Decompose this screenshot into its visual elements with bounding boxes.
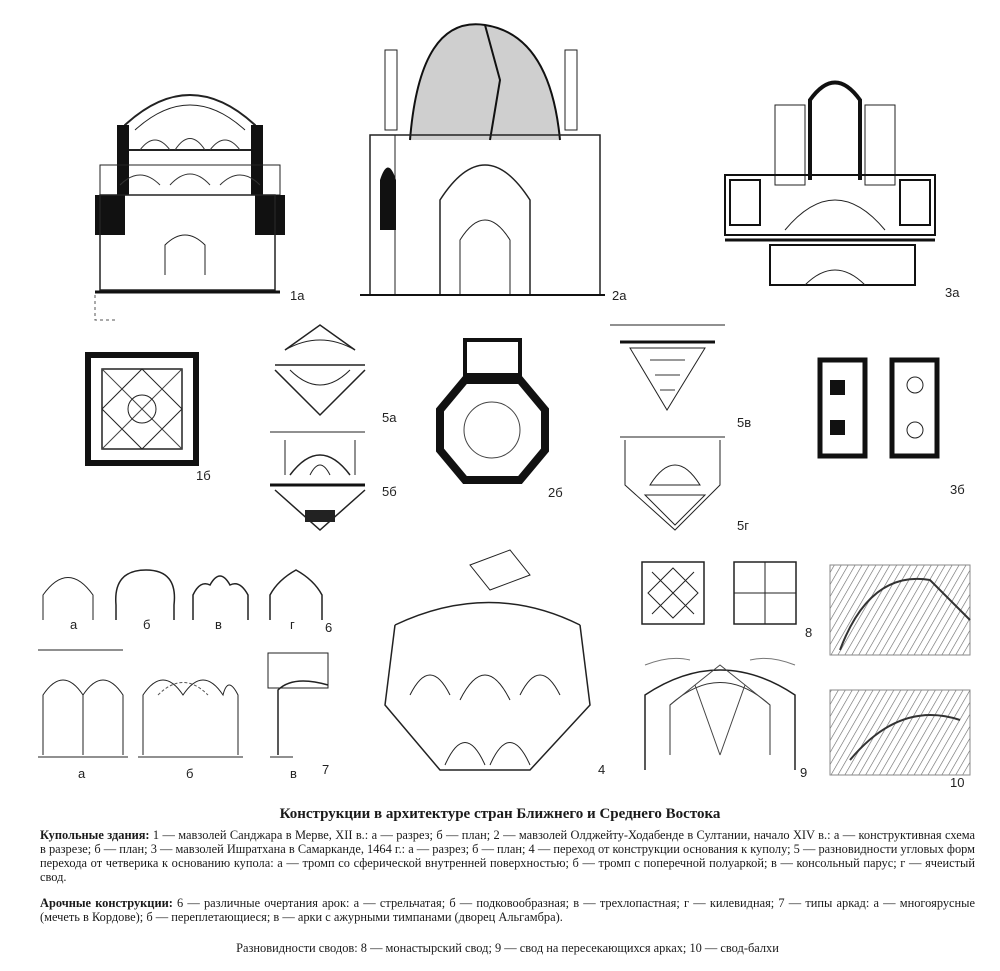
label-2a: 2а [612, 288, 627, 303]
figure-3b-plan [817, 357, 940, 459]
label-6a: а [70, 617, 78, 632]
figure-9-intersecting-arches [644, 657, 796, 770]
caption-domes-text: 1 — мавзолей Санджара в Мерве, XII в.: а… [40, 828, 975, 884]
label-3a: 3а [945, 285, 960, 300]
figure-4-dome-transition [384, 549, 591, 771]
label-4: 4 [598, 762, 606, 777]
label-5v: 5в [737, 415, 752, 430]
label-6: 6 [325, 620, 333, 635]
caption-paragraph-vaults: Разновидности сводов: 8 — монастырский с… [236, 941, 779, 955]
label-1a: 1а [290, 288, 305, 303]
figure-8-cloister-vault [641, 561, 797, 625]
caption-paragraph-domes: Купольные здания: 1 — мавзолей Санджара … [40, 828, 975, 884]
figure-6-arch-outlines [42, 569, 323, 620]
label-8: 8 [805, 625, 813, 640]
figure-1a-section [94, 94, 285, 321]
label-6g: г [290, 617, 295, 632]
figure-5b-tromp [270, 431, 366, 532]
label-1b: 1б [196, 468, 211, 483]
label-6b: б [143, 617, 151, 632]
label-7: 7 [322, 762, 330, 777]
label-5b: 5б [382, 484, 397, 499]
label-10: 10 [950, 775, 965, 790]
figure-10-balkhi-vault [829, 564, 971, 776]
label-5g: 5г [737, 518, 749, 533]
figure-2a-section [360, 23, 605, 296]
caption-arches-heading: Арочные конструкции: [40, 896, 173, 910]
caption-arches-text: 6 — различные очертания арок: а — стрель… [40, 896, 976, 924]
figure-2b-plan [436, 338, 549, 484]
label-5a: 5а [382, 410, 397, 425]
label-7a: а [78, 766, 86, 781]
caption-domes-heading: Купольные здания: [40, 828, 150, 842]
illustration-plate: 1а 2а 3а 1б [38, 23, 971, 790]
label-6v: в [215, 617, 222, 632]
figure-5a-tromp [274, 324, 366, 417]
label-7v: в [290, 766, 297, 781]
label-3b: 3б [950, 482, 965, 497]
figure-7-arcades [38, 649, 329, 758]
caption-title: Конструкции в архитектуре стран Ближнего… [279, 806, 721, 822]
label-9: 9 [800, 765, 808, 780]
label-7b: б [186, 766, 194, 781]
figure-5g-cellular-vault [620, 436, 725, 531]
figure-5v-pendentive [610, 324, 725, 411]
figure-3a-section [724, 80, 936, 286]
label-2b: 2б [548, 485, 563, 500]
caption-paragraph-arches: Арочные конструкции: 6 — различные очерт… [40, 896, 975, 924]
figure-1b-plan [85, 352, 199, 466]
